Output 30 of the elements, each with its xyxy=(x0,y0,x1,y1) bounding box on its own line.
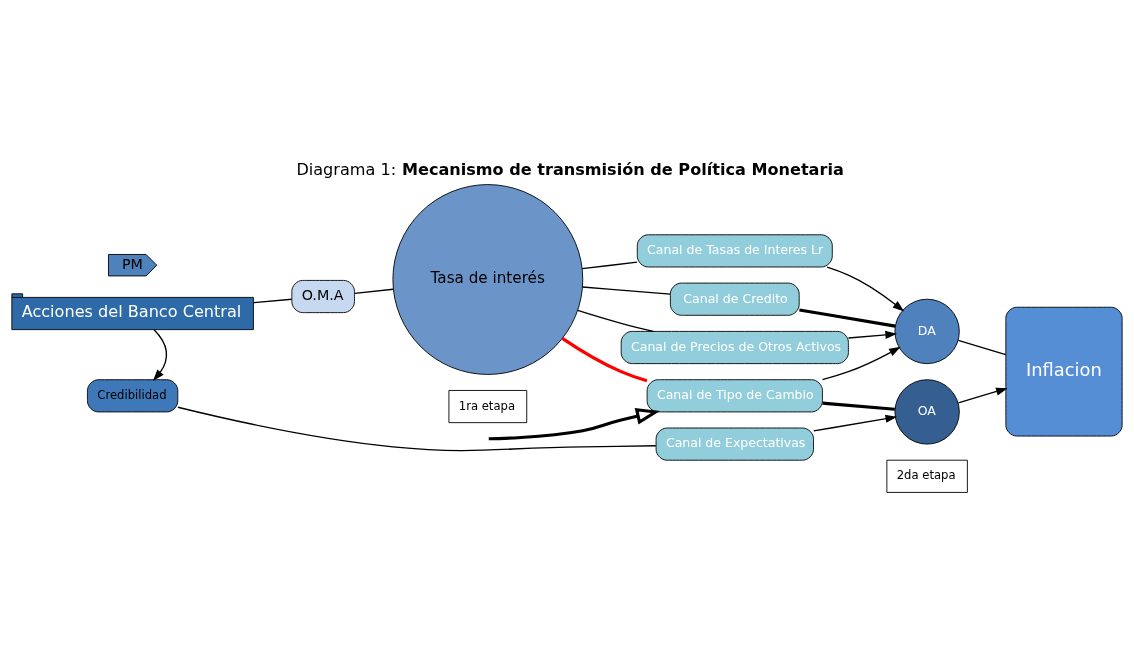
connector xyxy=(957,339,1007,356)
node-box: O.M.A xyxy=(291,279,355,314)
connector xyxy=(581,261,638,270)
connector xyxy=(581,286,671,295)
connector xyxy=(577,309,654,333)
node-box: 1ra etapa xyxy=(448,390,528,424)
arrow xyxy=(488,408,661,441)
node-box: Canal de Tipo de Cambio xyxy=(646,379,823,413)
connector xyxy=(252,298,293,304)
connector xyxy=(561,337,648,383)
arrow xyxy=(152,329,168,381)
arrow xyxy=(826,266,905,312)
node-box: Canal de Credito xyxy=(669,282,800,316)
node-box: Canal de Precios de Otros Activos xyxy=(620,330,849,365)
node-box: Credibilidad xyxy=(87,379,179,413)
node-box: Canal de Tasas de Interes Lr xyxy=(636,234,833,268)
arrow xyxy=(813,414,898,432)
node-circle: Tasa de interés xyxy=(392,184,584,375)
node-box: Canal de Expectativas xyxy=(655,427,814,461)
node-box: Inflacion xyxy=(1005,306,1123,437)
connector xyxy=(799,308,896,328)
connector xyxy=(354,288,394,294)
diagram-title: Diagrama 1: Mecanismo de transmisión de Política Monetaria xyxy=(296,160,844,180)
node-circle: OA xyxy=(894,379,960,445)
connector xyxy=(177,406,657,452)
arrow xyxy=(821,346,901,381)
connector xyxy=(822,401,895,411)
arrow xyxy=(957,387,1008,404)
arrow xyxy=(847,330,897,339)
node-box: 2da etapa xyxy=(886,459,968,493)
